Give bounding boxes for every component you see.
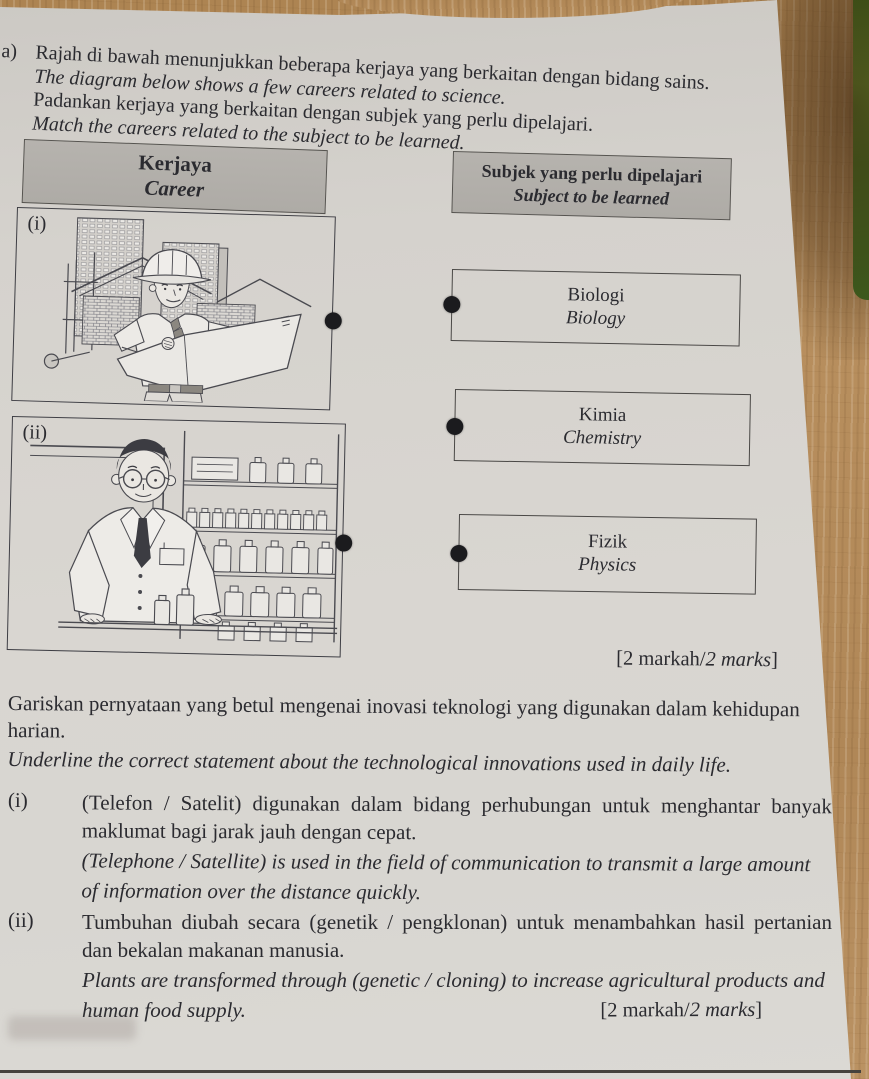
marks-part-1: [2 markah/2 marks]: [470, 646, 778, 672]
match-dot-biology[interactable]: [442, 295, 460, 314]
marks1-malay: [2 markah/: [616, 647, 706, 671]
marks2-malay: [2 markah/: [600, 999, 690, 1022]
item-i-english: (Telephone / Satellite) is used in the f…: [81, 848, 811, 905]
biology-english: Biology: [565, 307, 626, 330]
career-box-ii: (ii): [6, 416, 352, 658]
match-dot-chemistry[interactable]: [445, 417, 463, 436]
chemistry-english: Chemistry: [562, 426, 642, 450]
subject-box-physics: Fizik Physics: [449, 514, 757, 595]
marks2-english: 2 marks: [689, 998, 756, 1022]
page-curl-gap: [332, 0, 688, 18]
marks1-close: ]: [770, 649, 778, 672]
question-label: a): [1, 40, 18, 63]
underline-english: Underline the correct statement about th…: [7, 746, 732, 777]
subject-box-biology: Biologi Biology: [442, 269, 741, 347]
underline-item-i: (i) (Telefon / Satelit) digunakan dalam …: [7, 788, 832, 909]
career-column-header: Kerjaya Career: [21, 139, 328, 215]
underline-item-ii: (ii) Tumbuhan diubah secara (genetik / p…: [8, 908, 832, 1025]
physics-english: Physics: [578, 553, 637, 576]
item-ii-malay: Tumbuhan diubah secara (genetik / pengkl…: [82, 910, 832, 962]
match-dot-physics[interactable]: [449, 544, 468, 563]
item-i-label: (i): [7, 788, 28, 813]
page-bottom-edge: [0, 1070, 861, 1073]
marks2-close: ]: [755, 998, 763, 1021]
ink-show-through: [8, 1016, 136, 1040]
underline-question: Gariskan pernyataan yang betul mengenai …: [7, 690, 816, 780]
item-ii-label: (ii): [8, 908, 34, 932]
pharmacist-illustration: [30, 430, 340, 643]
match-dot-career-i[interactable]: [324, 312, 342, 330]
career-box-i: (i): [11, 207, 342, 411]
engineer-illustration: [43, 217, 312, 404]
marks1-english: 2 marks: [705, 648, 772, 672]
item-i-malay: (Telefon / Satelit) digunakan dalam bida…: [81, 790, 832, 845]
match-dot-career-ii[interactable]: [334, 534, 352, 552]
marks-part-2: [2 markah/2 marks]: [450, 999, 762, 1023]
subject-box-chemistry: Kimia Chemistry: [445, 389, 751, 467]
item-ii-english: Plants are transformed through (genetic …: [82, 968, 825, 1022]
underline-malay: Gariskan pernyataan yang betul mengenai …: [7, 690, 800, 743]
subject-column-header: Subjek yang perlu dipelajari Subject to …: [451, 151, 732, 221]
